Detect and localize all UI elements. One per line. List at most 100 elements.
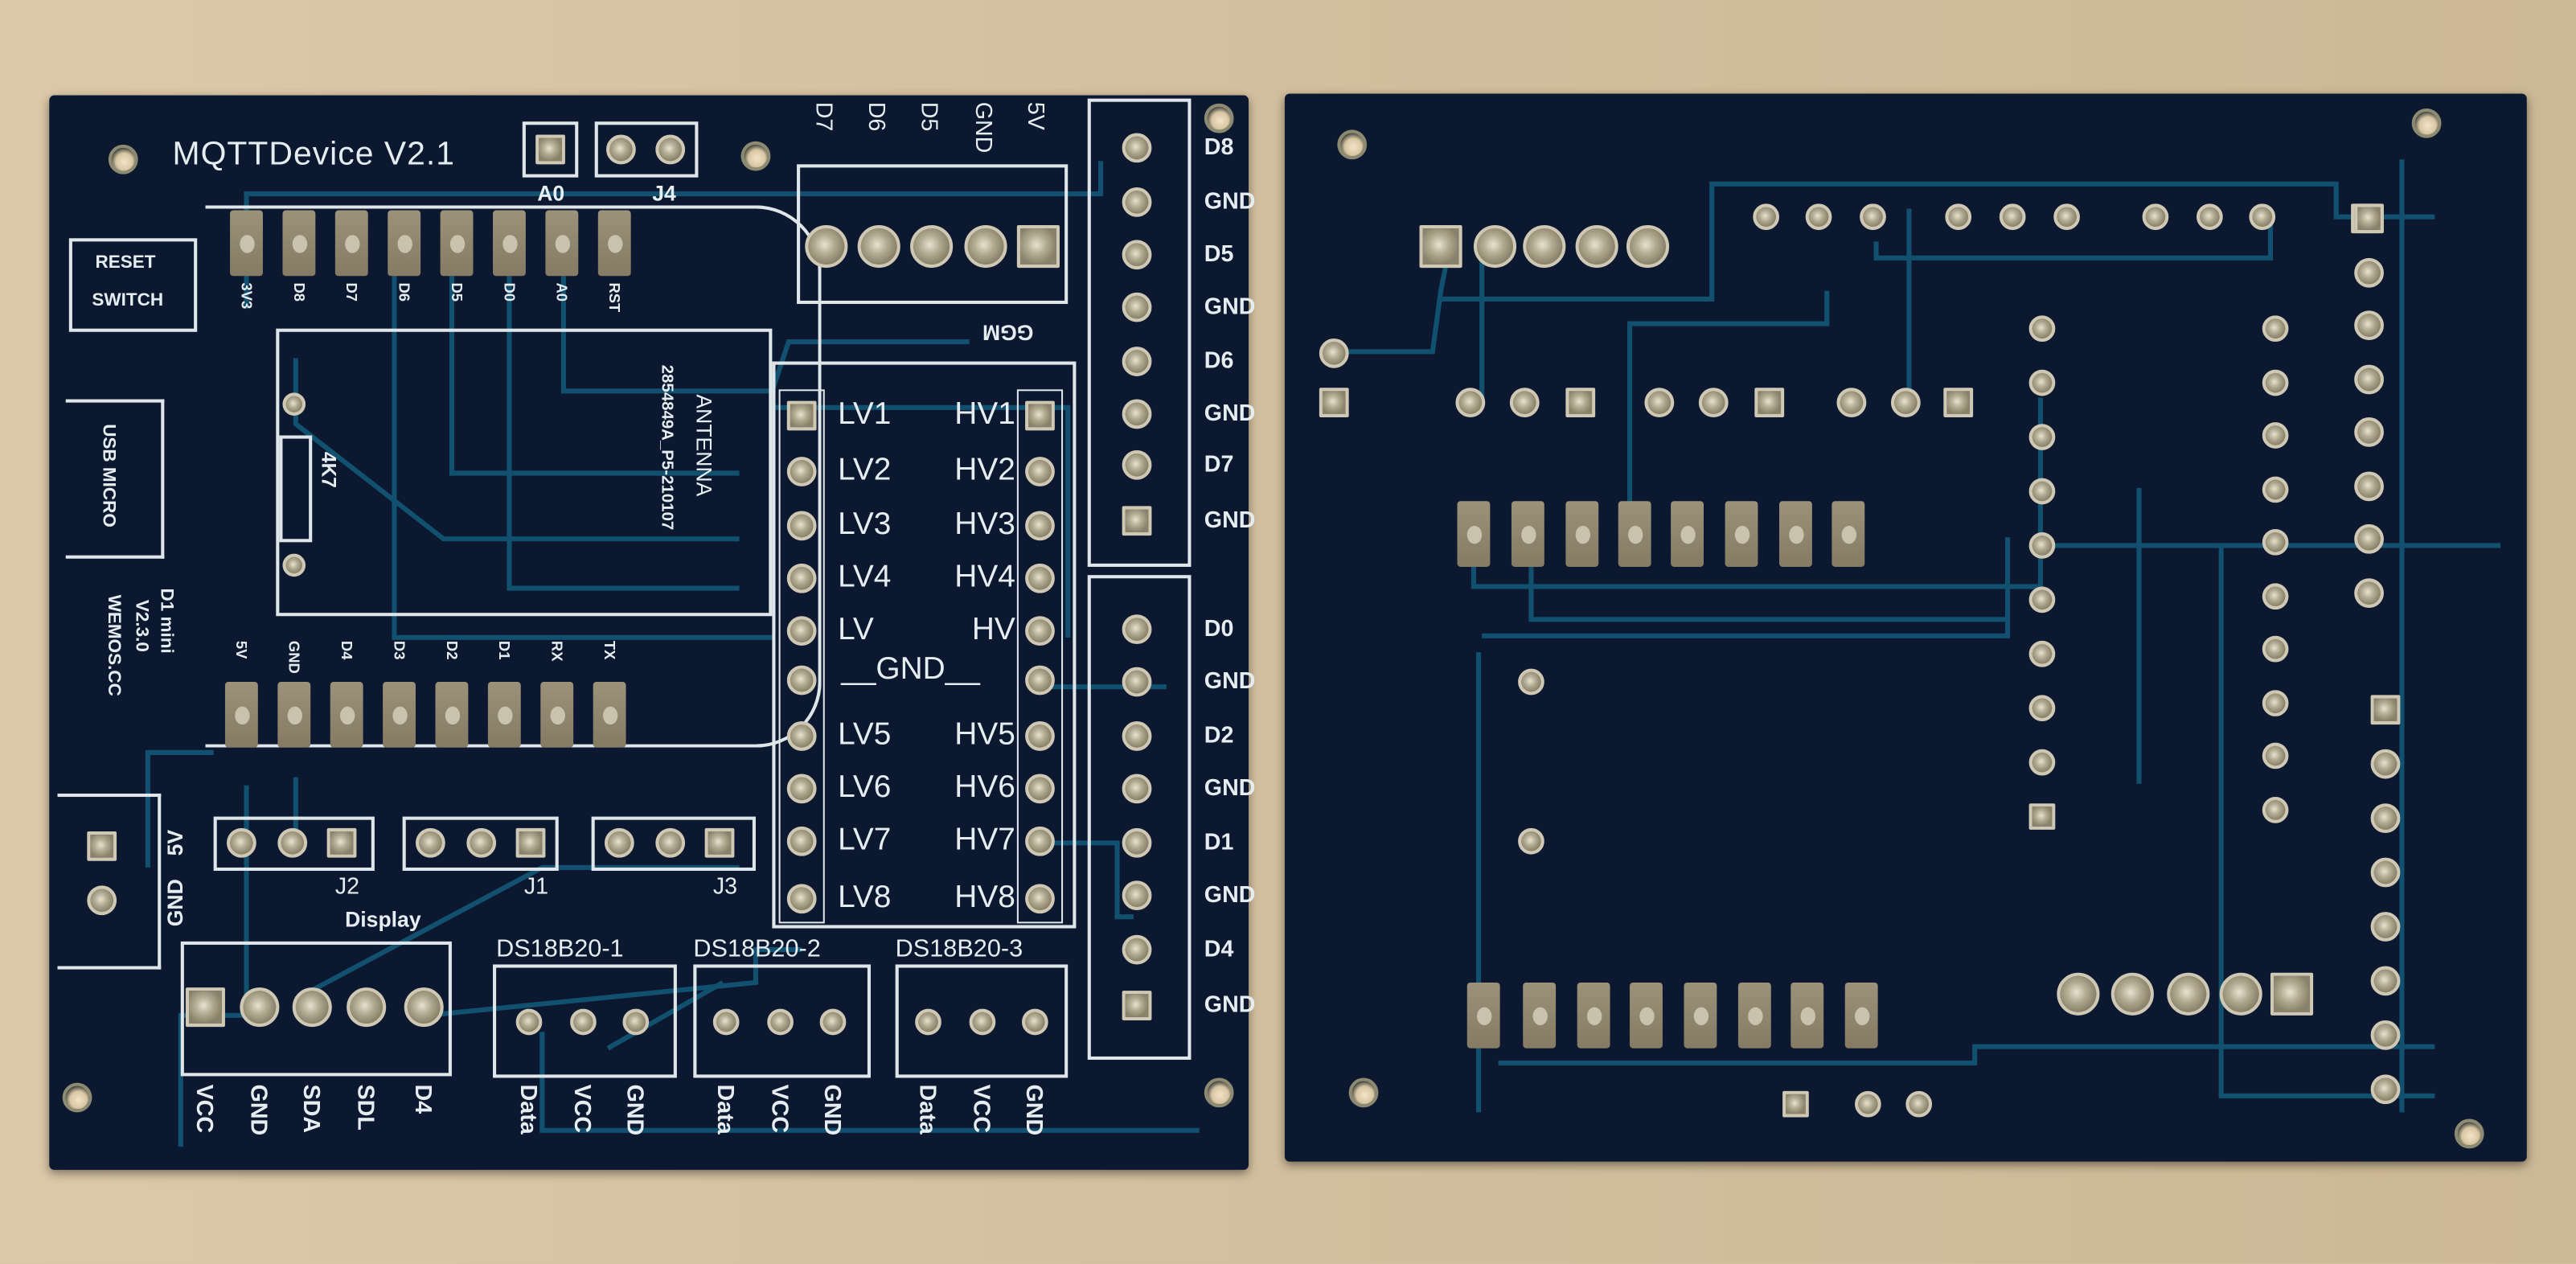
solder-pad [1025, 826, 1055, 856]
solder-pad [1122, 667, 1152, 697]
solder-pad [1943, 388, 1974, 418]
solder-pad [1319, 338, 1349, 368]
solder-pad [2262, 742, 2289, 769]
solder-pad [515, 1008, 543, 1036]
level-shifter-hv-label: HV7 [954, 823, 1015, 858]
solder-pad [1832, 501, 1865, 567]
header-pad-D5 [440, 210, 474, 277]
solder-pad [819, 1008, 847, 1036]
level-shifter-hv-label: HV5 [954, 717, 1015, 753]
header-pin-label: GND [1204, 506, 1256, 533]
solder-pad [2262, 582, 2289, 609]
solder-pad [2270, 972, 2314, 1016]
solder-pad [1122, 449, 1152, 480]
solder-pad [1025, 457, 1055, 486]
solder-pad [515, 827, 546, 858]
level-shifter-hv-label: HV1 [954, 397, 1015, 433]
hv-header-outline [1016, 389, 1064, 924]
header-pin-label: D2 [1204, 721, 1234, 748]
solder-pad [786, 457, 817, 486]
solder-pad [2028, 315, 2056, 343]
solder-pad [655, 134, 686, 165]
solder-pad [2028, 369, 2056, 396]
sensor-pin-label: GND [622, 1084, 650, 1136]
solder-pad [786, 721, 817, 751]
solder-pad [2370, 857, 2401, 888]
sensor-pin-label: VCC [767, 1084, 794, 1134]
solder-pad [1626, 224, 1670, 269]
j4-label: J4 [652, 180, 676, 206]
pin-label: D4 [338, 640, 355, 660]
solder-pad [1577, 982, 1610, 1049]
solder-pad [1945, 203, 1972, 231]
solder-pad [910, 224, 954, 269]
pin-label: A0 [553, 282, 571, 302]
header-pad-D3 [383, 682, 416, 748]
level-shifter-gnd-label: __GND__ [841, 652, 980, 687]
solder-pad [1122, 827, 1152, 858]
solder-pad [2354, 470, 2384, 501]
solder-pad [786, 826, 817, 856]
header-pin-label: GND [1204, 399, 1256, 426]
mounting-hole [1204, 103, 1234, 133]
header-pin-label: GND [1204, 187, 1256, 214]
ggm-label: GGM [982, 320, 1034, 346]
solder-pad [1836, 388, 1867, 418]
solder-pad [347, 987, 387, 1028]
solder-pad [1025, 774, 1055, 804]
header-pad-TX [593, 682, 626, 748]
level-shifter-lv-label: LV1 [838, 397, 892, 433]
solder-pad [606, 134, 636, 165]
solder-pad [1122, 934, 1152, 965]
solder-pad [2354, 310, 2384, 340]
header-pad-RST [597, 210, 631, 277]
pin-label: D3 [391, 640, 408, 660]
solder-pad [1466, 982, 1500, 1049]
j4-header-outline [594, 121, 699, 178]
pin-label: TX [601, 640, 618, 660]
power-5v-label: 5V [162, 829, 187, 856]
mounting-hole [2454, 1118, 2484, 1149]
solder-pad [2249, 203, 2276, 231]
header-pad-5V [224, 682, 258, 748]
solder-pad [1518, 827, 1544, 855]
solder-pad [87, 831, 117, 861]
solder-pad [240, 987, 280, 1028]
display-connector-outline [180, 941, 452, 1077]
solder-pad [1122, 774, 1152, 804]
solder-pad [712, 1008, 740, 1036]
header-pin-label: GND [1204, 991, 1256, 1017]
header-pin-label: D4 [1204, 934, 1234, 962]
display-pin-label: D4 [410, 1084, 437, 1114]
header-pad-3V3 [230, 210, 263, 277]
pin-label: D2 [443, 640, 461, 660]
mounting-hole [108, 144, 138, 174]
ggm-pin-label: D7 [811, 101, 839, 132]
solder-pad [2028, 532, 2056, 559]
level-shifter-lv-label: LV3 [838, 507, 892, 543]
solder-pad [786, 665, 817, 696]
header-pin-label: D6 [1204, 347, 1234, 373]
mounting-hole [1204, 1077, 1234, 1108]
solder-pad [466, 827, 497, 858]
sensor-label: DS18B20-3 [895, 934, 1023, 963]
lv-header-outline [778, 389, 825, 924]
antenna-label: ANTENNA [691, 394, 716, 497]
solder-pad [1684, 982, 1717, 1049]
board-title: MQTTDevice V2.1 [172, 136, 455, 173]
level-shifter-lv-label: LV7 [838, 823, 892, 858]
level-shifter-lv-label: LV6 [838, 770, 892, 806]
solder-pad [404, 987, 444, 1028]
solder-pad [2028, 749, 2056, 776]
header-pin-label: GND [1204, 667, 1256, 694]
solder-pad [1122, 347, 1152, 376]
solder-pad [1122, 721, 1152, 751]
header-pad-RX [540, 682, 574, 748]
solder-pad [1122, 240, 1152, 270]
right-header-lower-outline [1087, 575, 1192, 1060]
solder-pad [277, 827, 308, 858]
header-pad-D4 [330, 682, 363, 748]
solder-pad [1511, 501, 1544, 567]
solder-pad [1025, 616, 1055, 646]
mounting-hole [1348, 1077, 1379, 1108]
